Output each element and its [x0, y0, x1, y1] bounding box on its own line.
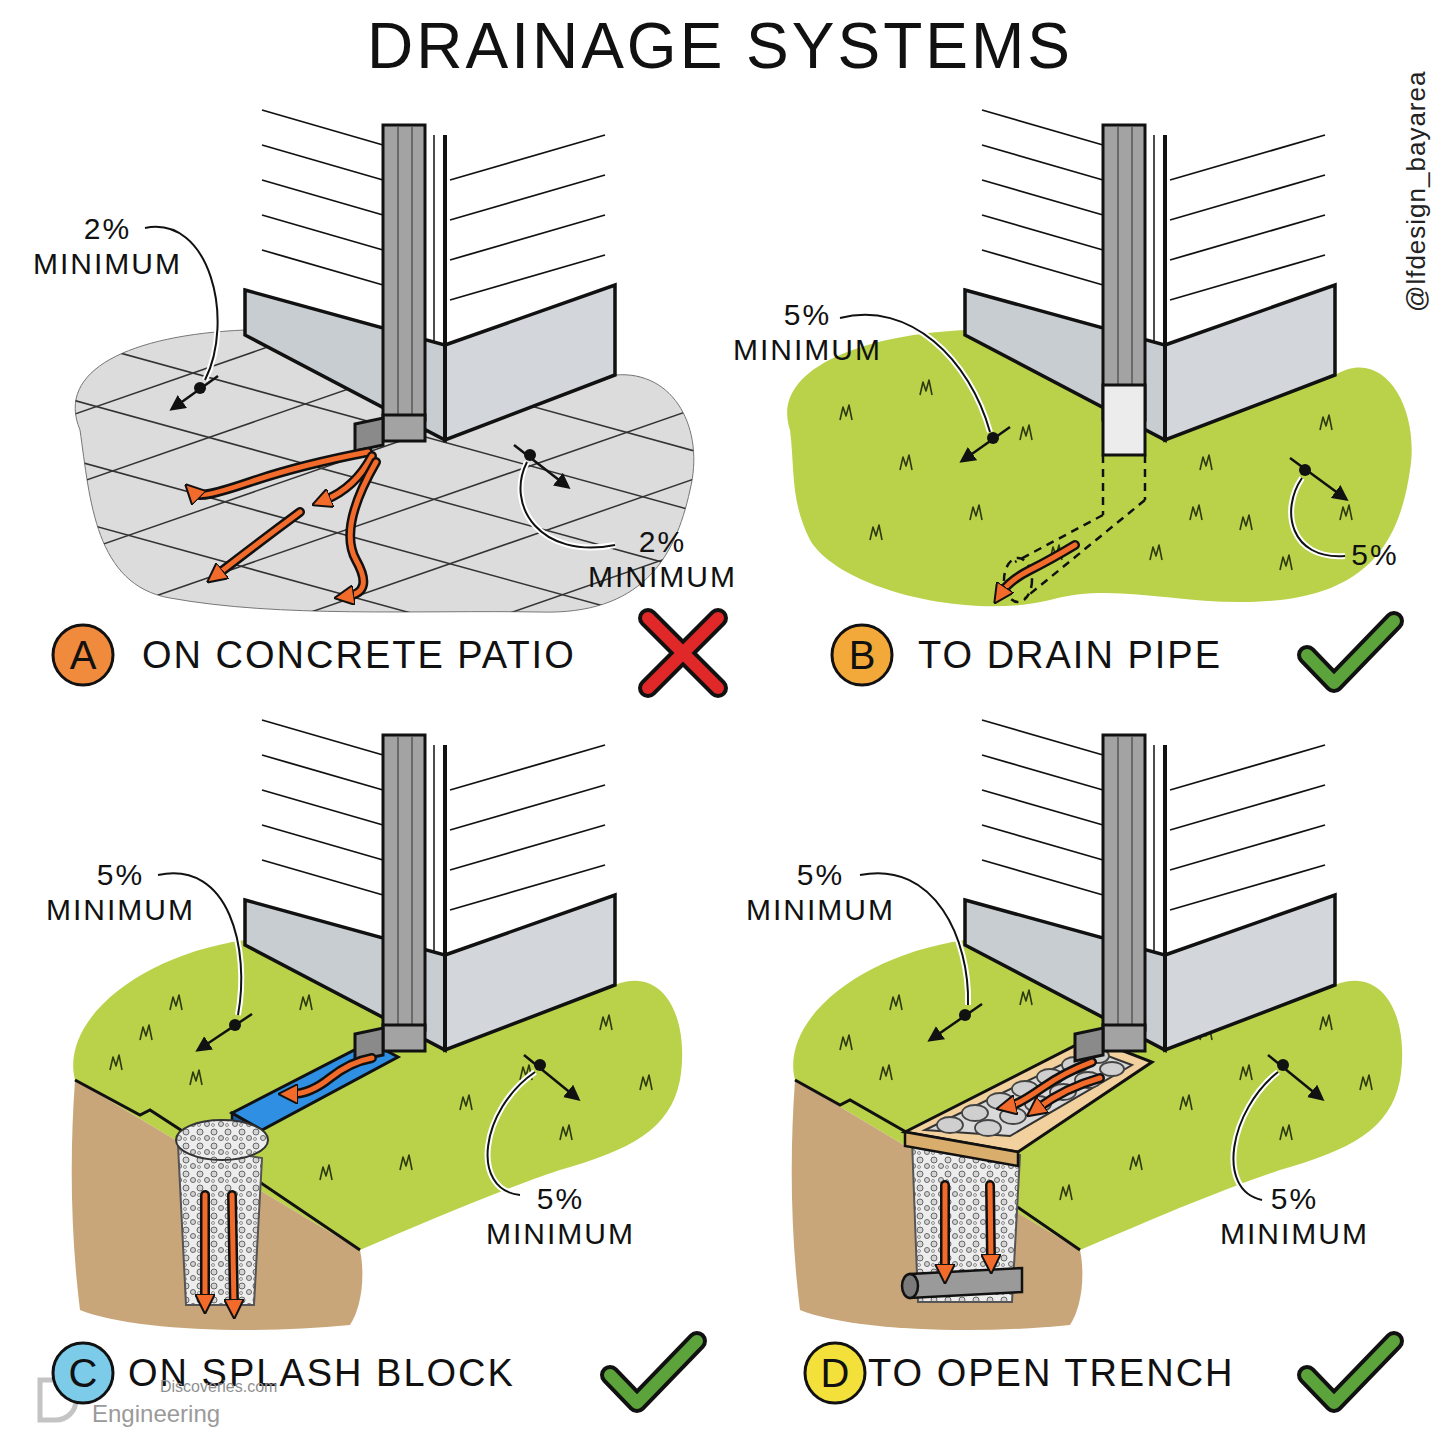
slope-dimension: 5% MINIMUM: [738, 858, 903, 927]
gravel-pit: [178, 1145, 262, 1305]
check-mark: [610, 1341, 697, 1403]
slope-marker: [840, 315, 1346, 556]
slope-dimension: 5% MINIMUM: [478, 1182, 643, 1251]
panel-b: [787, 110, 1412, 683]
check-mark: [1307, 1341, 1394, 1403]
slope-marker: [145, 227, 615, 548]
panel-caption: TO DRAIN PIPE: [918, 634, 1222, 678]
panel-caption: ON CONCRETE PATIO: [142, 634, 576, 678]
cross-mark: [648, 618, 718, 688]
water-flow: [205, 1195, 234, 1305]
house-corner: [245, 110, 615, 440]
splash-block: [232, 1042, 398, 1130]
panel-letter: C: [69, 1353, 98, 1393]
trench-frame-front: [905, 1132, 1018, 1166]
panel-letter-circle: B: [829, 622, 895, 688]
water-flow: [195, 452, 376, 596]
trench-stones: [937, 1049, 1124, 1136]
panel-d: [792, 720, 1402, 1403]
slope-marker: [860, 873, 1322, 1200]
slope-marker: [158, 873, 578, 1195]
panel-caption: TO OPEN TRENCH: [868, 1352, 1235, 1396]
circle-badge: [832, 625, 892, 685]
panel-letter-circle: A: [50, 622, 116, 688]
watermark: Discoveries.com: [160, 1378, 277, 1396]
panel-c: [72, 720, 697, 1403]
panel-letter-circle: C: [50, 1340, 116, 1406]
house-corner: [245, 720, 615, 1050]
buried-drain-pipe: [1004, 455, 1145, 602]
downspout-elbow: [1075, 1025, 1145, 1061]
circle-badge: [53, 625, 113, 685]
downspout-extension: [1103, 385, 1145, 455]
panel-letter: A: [70, 635, 97, 675]
trench-bed: [925, 1050, 1132, 1136]
downspout-elbow: [355, 415, 425, 451]
circle-badge: [53, 1343, 113, 1403]
drain-pipe: [902, 1268, 1022, 1298]
house-corner: [965, 720, 1335, 1050]
trench-frame: [905, 1038, 1152, 1152]
slope-dimension: 5%: [1340, 538, 1410, 573]
soil-section: [72, 1080, 363, 1330]
circle-badge: [805, 1343, 865, 1403]
slope-dimension: 5% MINIMUM: [725, 298, 890, 367]
water-flow: [945, 1062, 1100, 1270]
credit-handle: @lfdesign_bayarea: [1402, 71, 1432, 312]
title: DRAINAGE SYSTEMS: [0, 10, 1440, 84]
grass: [110, 995, 652, 1180]
panel-letter: B: [849, 635, 876, 675]
slope-dimension: 5% MINIMUM: [1212, 1182, 1377, 1251]
watermark: Engineering: [92, 1400, 220, 1428]
gravel-pile: [176, 1120, 268, 1160]
grass: [840, 380, 1352, 570]
house-corner: [965, 110, 1335, 440]
check-mark: [1307, 621, 1394, 683]
slope-dimension: 5% MINIMUM: [38, 858, 203, 927]
slope-dimension: 2% MINIMUM: [580, 525, 745, 594]
panel-letter: D: [821, 1353, 850, 1393]
slope-dimension: 2% MINIMUM: [25, 212, 190, 281]
panel-letter-circle: D: [802, 1340, 868, 1406]
